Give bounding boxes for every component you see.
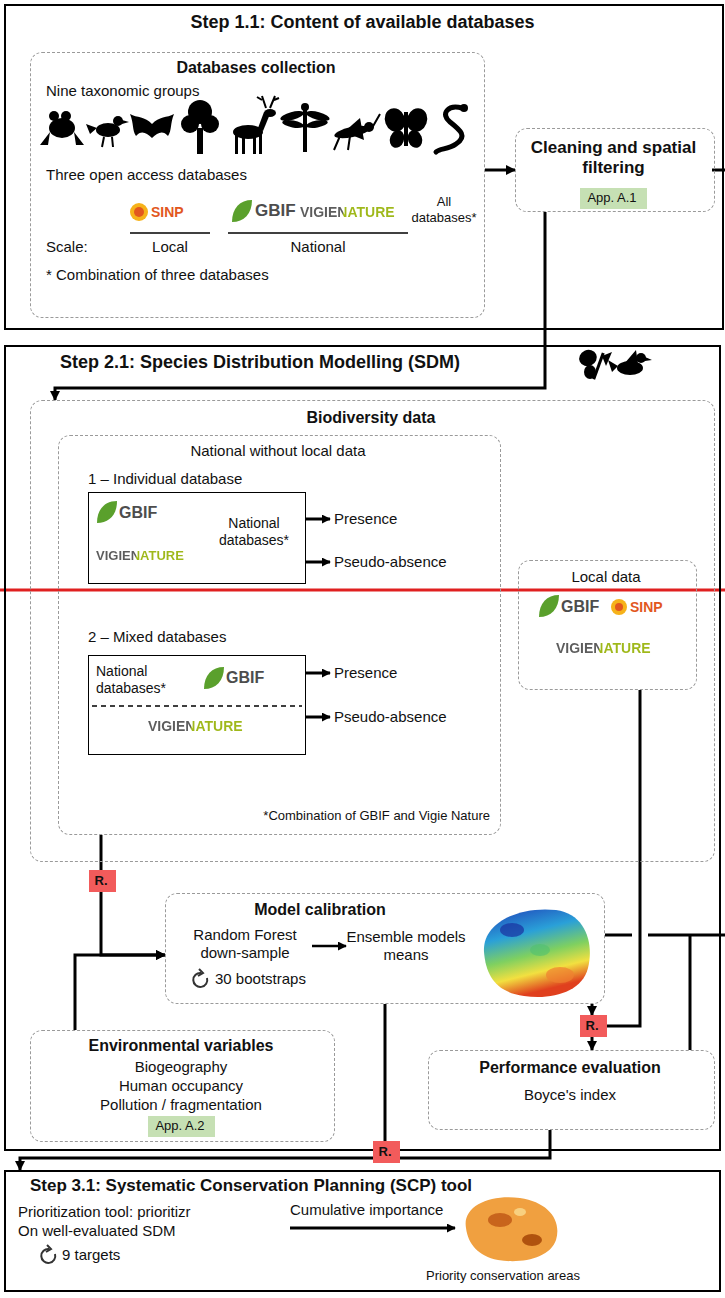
node-text: Local data <box>518 568 694 586</box>
node-text: Biogeography <box>30 1058 332 1076</box>
flow-label: Presence <box>334 510 397 528</box>
heading-text: Step 3.1: Systematic Conservation Planni… <box>30 1176 690 1196</box>
flow-label: Presence <box>334 664 397 682</box>
database-box: National databases* GBIF VIGIENATURE <box>88 655 306 755</box>
group-box: App. A.2 Environmental variablesBiogeogra… <box>30 1030 335 1142</box>
red-line <box>0 589 725 592</box>
node-text: National without local data <box>58 442 498 460</box>
node-text: Nine taxonomic groups <box>46 82 346 100</box>
r-marker: R. <box>373 1141 400 1163</box>
flow-label: Pseudo-absence <box>334 553 447 571</box>
heading-text: GBIF <box>226 668 264 687</box>
heading-text: SINP <box>151 204 184 221</box>
node-text: Priority conservation areas <box>426 1268 646 1284</box>
node-text: *Combination of GBIF and Vigie Nature <box>190 808 490 824</box>
heading-text: VIGIENATURE <box>556 640 651 657</box>
data-arrows <box>306 519 330 717</box>
node-text: Pollution / fragmentation <box>30 1096 332 1114</box>
heading-text: Step 2.1: Species Distribution Modelling… <box>60 352 560 374</box>
connector <box>100 835 103 870</box>
node-text: * Combination of three databases <box>46 266 466 284</box>
step-panel: Step 3.1: Systematic Conservation Planni… <box>4 1170 721 1292</box>
heading-text: VIGIENATURE <box>96 548 184 564</box>
node-text: 2 – Mixed databases <box>88 628 388 646</box>
heading-text: GBIF <box>561 597 599 616</box>
heading-text: Environmental variables <box>30 1036 332 1055</box>
connector <box>485 169 515 172</box>
group-box: Databases collectionNine taxonomic group… <box>30 52 485 318</box>
heading-text: R. <box>89 873 113 889</box>
sdm-map <box>484 909 590 997</box>
scale-rule <box>130 232 210 234</box>
node-text: App. A.1 <box>580 190 644 206</box>
node-text: Prioritization tool: prioritizr <box>18 1203 278 1221</box>
connector <box>607 690 640 1026</box>
node-text: 1 – Individual database <box>88 470 388 488</box>
taxon-icons <box>40 96 468 154</box>
continuation-line <box>605 935 725 1050</box>
connector <box>591 1004 594 1015</box>
group-box: Model calibrationRandom Forest down-samp… <box>165 893 605 1004</box>
scale-rule <box>228 232 408 234</box>
node-text: National databases* <box>205 515 303 549</box>
priority-map <box>466 1197 558 1261</box>
node-text: Ensemble models means <box>346 928 466 964</box>
heading-text: Performance evaluation <box>428 1058 712 1077</box>
r-marker: R. <box>89 870 116 892</box>
heading-text: GBIF <box>255 201 296 221</box>
node-text: 30 bootstraps <box>215 970 335 988</box>
inner-arrow <box>312 945 346 948</box>
separator <box>92 705 302 706</box>
node-text: 9 targets <box>62 1246 162 1264</box>
step-icons <box>576 347 652 380</box>
r-marker: R. <box>580 1015 607 1037</box>
group-box: App. A.1 Cleaning and spatial filtering <box>515 128 715 212</box>
group-box: Performance evaluationBoyce's index <box>428 1050 715 1130</box>
group-box: Local dataGBIF SINP VIGIENATURE <box>518 560 697 690</box>
heading-text: R. <box>373 1144 397 1160</box>
node-text: Three open access databases <box>46 166 346 184</box>
heading-text: VIGIENATURE <box>300 204 395 221</box>
group-box: GBIFVIGIENATURENational databases*Nation… <box>58 435 501 835</box>
heading-text: Model calibration <box>170 900 470 919</box>
heading-text: Cleaning and spatial filtering <box>515 138 712 179</box>
node-text: Local <box>130 238 210 256</box>
node-text: Human occupancy <box>30 1077 332 1095</box>
connector <box>20 1158 373 1170</box>
heading-text: Databases collection <box>30 58 482 77</box>
heading-text: Biodiversity data <box>30 408 712 427</box>
node-text: App. A.2 <box>148 1118 212 1134</box>
connector <box>101 892 165 955</box>
heading-text: R. <box>580 1018 604 1034</box>
connector <box>591 1037 594 1050</box>
heading-text: SINP <box>630 599 663 616</box>
node-text: Boyce's index <box>428 1086 712 1104</box>
step-panel: GBIFVIGIENATURENational databases*Nation… <box>4 345 721 1151</box>
node-text: On well-evaluated SDM <box>18 1222 278 1240</box>
node-text: Cumulative importance <box>290 1201 460 1219</box>
node-text: National <box>228 238 408 256</box>
connector <box>400 1130 550 1158</box>
step-panel: Databases collectionNine taxonomic group… <box>4 4 724 330</box>
node-text: National databases* <box>96 663 196 697</box>
inner-arrow <box>290 1227 455 1230</box>
heading-text: VIGIENATURE <box>148 718 243 735</box>
flow-label: Pseudo-absence <box>334 708 447 726</box>
appendix-tag: App. A.1 <box>580 188 647 209</box>
connector <box>75 955 165 1030</box>
heading-text: GBIF <box>119 503 157 522</box>
connector <box>384 1004 387 1141</box>
node-text: All databases* <box>410 194 478 225</box>
appendix-tag: App. A.2 <box>148 1116 215 1137</box>
group-box: GBIFVIGIENATURENational databases*Nation… <box>30 400 715 862</box>
node-text: Scale: <box>46 238 116 256</box>
database-box: GBIF VIGIENATURE National databases* <box>88 492 306 584</box>
node-text: Random Forest down-sample <box>180 926 310 962</box>
heading-text: Step 1.1: Content of available databases <box>4 12 721 34</box>
